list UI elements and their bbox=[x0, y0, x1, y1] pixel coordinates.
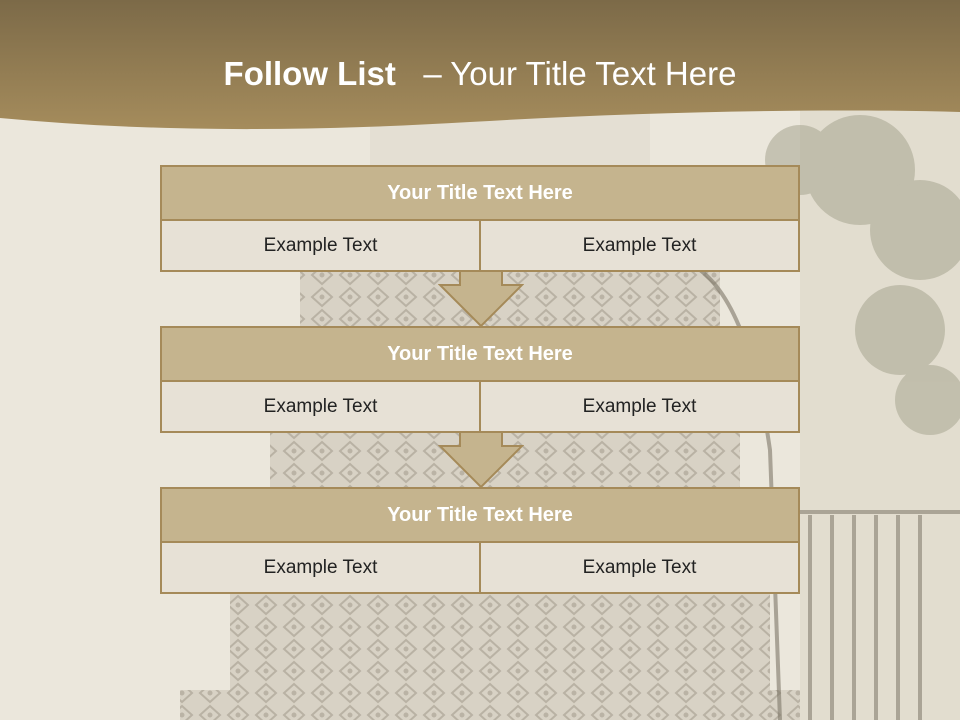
slide-title-bold: Follow List bbox=[223, 55, 396, 92]
block-cell-right: Example Text bbox=[481, 543, 800, 594]
block-cell-right: Example Text bbox=[481, 382, 800, 433]
block-cells: Example Text Example Text bbox=[160, 221, 800, 272]
list-block: Your Title Text Here Example Text Exampl… bbox=[160, 326, 800, 433]
list-block: Your Title Text Here Example Text Exampl… bbox=[160, 487, 800, 594]
list-block: Your Title Text Here Example Text Exampl… bbox=[160, 165, 800, 272]
slide-title-rest: – Your Title Text Here bbox=[423, 55, 737, 92]
block-title: Your Title Text Here bbox=[160, 326, 800, 382]
block-title: Your Title Text Here bbox=[160, 165, 800, 221]
block-cells: Example Text Example Text bbox=[160, 382, 800, 433]
down-arrow-icon bbox=[438, 431, 524, 489]
block-cell-left: Example Text bbox=[160, 221, 481, 272]
down-arrow-icon bbox=[438, 270, 524, 328]
block-cell-left: Example Text bbox=[160, 382, 481, 433]
block-cells: Example Text Example Text bbox=[160, 543, 800, 594]
block-cell-right: Example Text bbox=[481, 221, 800, 272]
block-cell-left: Example Text bbox=[160, 543, 481, 594]
block-title: Your Title Text Here bbox=[160, 487, 800, 543]
slide-title: Follow List – Your Title Text Here bbox=[0, 55, 960, 93]
